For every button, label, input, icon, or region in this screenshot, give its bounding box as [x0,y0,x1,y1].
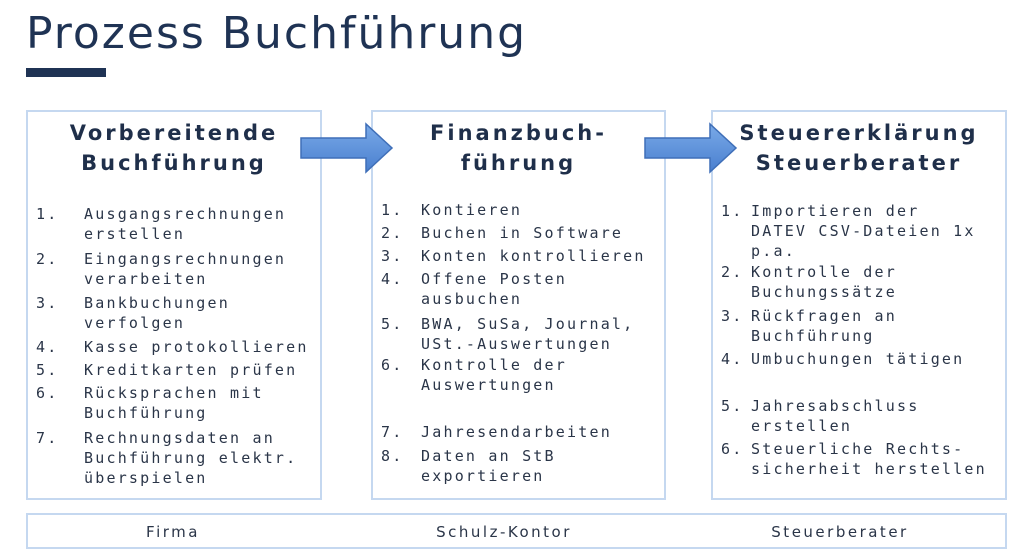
step-text: Umbuchungen tätigen [751,350,965,368]
step-number: 2. [36,250,59,268]
step-number: 1. [36,205,59,223]
step-text: Kasse protokollieren [84,338,309,356]
step-number: 3. [721,307,744,325]
step-text: Kontrolle der Buchungssätze [751,263,897,301]
step-number: 4. [36,338,59,356]
column-title-line: Vorbereitende [69,121,279,145]
step-text: Kreditkarten prüfen [84,361,298,379]
step-text: Kontieren [421,201,523,219]
step-text: Konten kontrollieren [421,247,646,265]
step-number: 2. [381,224,404,242]
column-finanzbuchfuehrung: Finanzbuch- führung 1. Kontieren 2. Buchen… [371,110,666,500]
step-number: 6. [36,384,59,402]
step-text: Rückfragen an Buchführung [751,307,897,345]
step-number: 6. [721,440,744,458]
page-title: Prozess Buchführung [26,8,528,59]
step-text: Offene Posten ausbuchen [421,270,567,308]
step-number: 5. [721,397,744,415]
footer-label-schulz-kontor: Schulz-Kontor [436,523,572,541]
step-text: BWA, SuSa, Journal, USt.-Auswertungen [421,315,635,353]
column-steuererklaerung: Steuererklärung Steuerberater 1. Importie… [711,110,1007,500]
step-text: Kontrolle der Auswertungen [421,356,567,394]
step-number: 3. [36,294,59,312]
step-text: Eingangsrechnungen verarbeiten [84,250,287,288]
footer-label-firma: Firma [146,523,200,541]
step-number: 2. [721,263,744,281]
step-text: Jahresabschluss erstellen [751,397,920,435]
step-number: 5. [36,361,59,379]
step-text: Bankbuchungen verfolgen [84,294,230,332]
step-number: 5. [381,315,404,333]
step-number: 1. [721,202,744,220]
footer-label-steuerberater: Steuerberater [771,523,909,541]
column-title: Steuererklärung Steuerberater [713,118,1005,178]
step-text: Rücksprachen mit Buchführung [84,384,264,422]
step-number: 3. [381,247,404,265]
step-text: Rechnungsdaten an Buchführung elektr. üb… [84,429,298,487]
step-number: 1. [381,201,404,219]
step-number: 7. [381,423,404,441]
step-text: Buchen in Software [421,224,624,242]
column-title-line: Steuererklärung [739,121,979,145]
column-title-line: führung [460,151,577,175]
step-number: 6. [381,356,404,374]
column-title-line: Buchführung [81,151,267,175]
step-number: 7. [36,429,59,447]
title-underline [26,68,106,77]
step-number: 4. [721,350,744,368]
step-text: Ausgangsrechnungen erstellen [84,205,287,243]
step-text: Jahresendarbeiten [421,423,612,441]
column-title: Finanzbuch- führung [373,118,664,178]
step-text: Importieren der DATEV CSV-Dateien 1x p.a… [751,202,976,260]
column-vorbereitende-buchfuehrung: Vorbereitende Buchführung 1. Ausgangsrech… [26,110,322,500]
step-number: 4. [381,270,404,288]
step-text: Daten an StB exportieren [421,447,556,485]
flow-arrow-icon [644,122,738,174]
column-title: Vorbereitende Buchführung [28,118,320,178]
step-number: 8. [381,447,404,465]
step-text: Steuerliche Rechts- sicherheit herstelle… [751,440,987,478]
footer-bar: Firma Schulz-Kontor Steuerberater [26,513,1007,549]
flow-arrow-icon [300,122,394,174]
column-title-line: Steuerberater [755,151,963,175]
column-title-line: Finanzbuch- [430,121,607,145]
